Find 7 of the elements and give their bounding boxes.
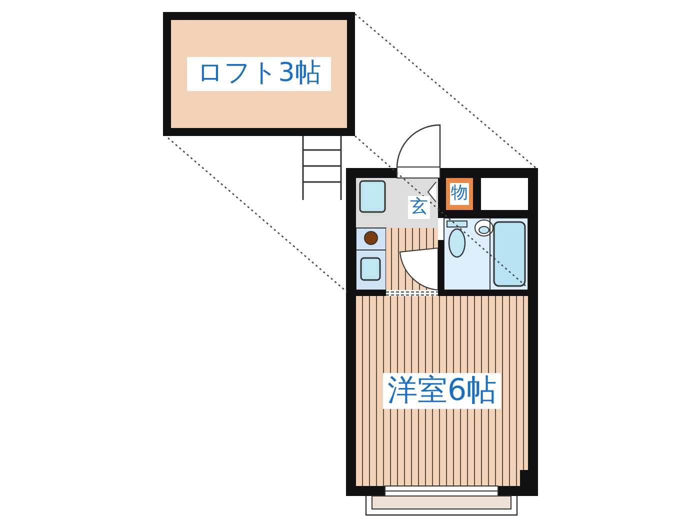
room-label: 玄 (408, 196, 430, 219)
storage-closet (446, 178, 473, 210)
western-room (356, 296, 528, 486)
room-label: 物 (450, 183, 469, 205)
loft-room (163, 12, 355, 136)
room-label: 洋室6帖 (383, 372, 501, 410)
room-label: ロフト3帖 (187, 57, 331, 91)
